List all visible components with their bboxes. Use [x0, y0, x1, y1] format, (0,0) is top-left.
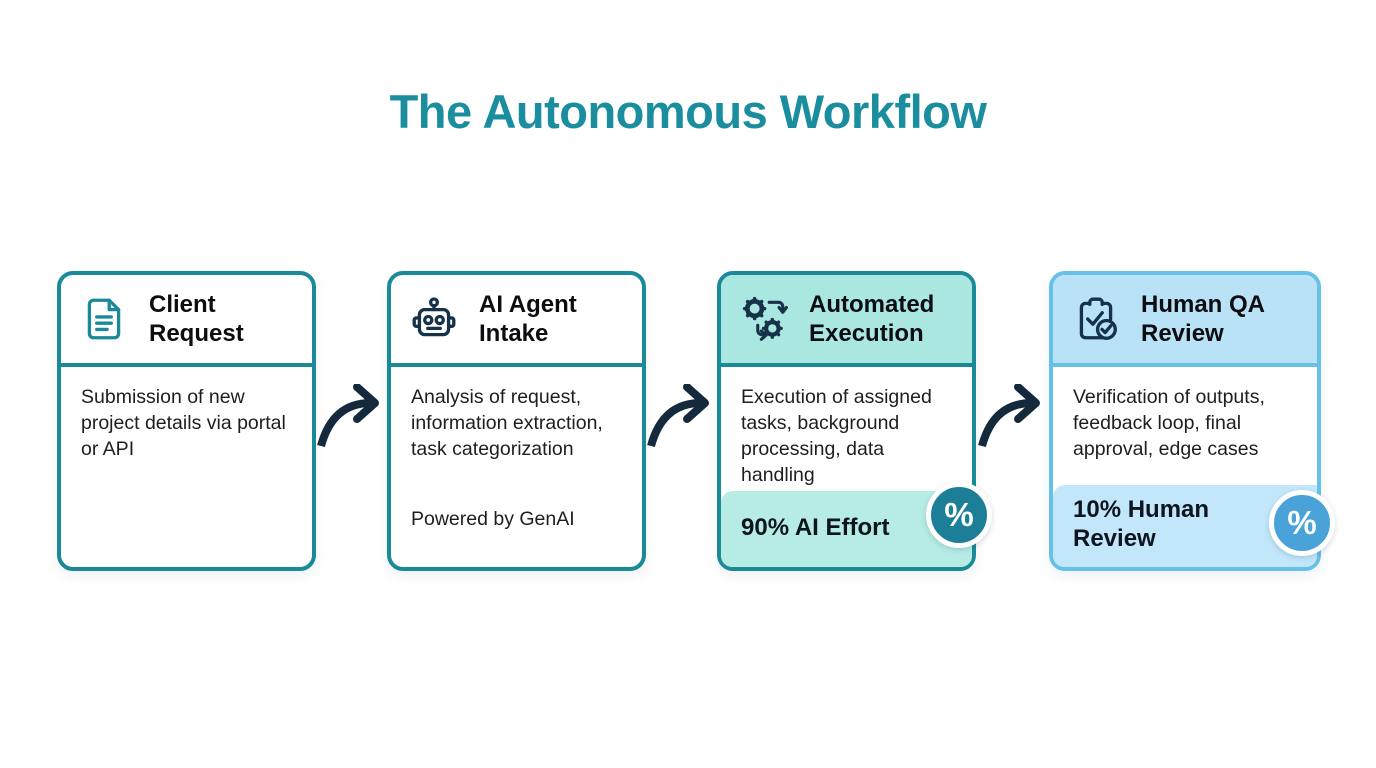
- card-title: Automated Execution: [809, 290, 935, 347]
- card-description: Verification of outputs, feedback loop, …: [1073, 386, 1265, 460]
- step-card-client-request: Client Request Submission of new project…: [57, 271, 316, 571]
- percent-icon: %: [944, 496, 974, 533]
- card-note: Powered by GenAI: [411, 507, 575, 530]
- card-header: AI Agent Intake: [391, 275, 642, 367]
- page-title: The Autonomous Workflow: [389, 85, 987, 138]
- step-card-automated-execution: Automated Execution Execution of assigne…: [717, 271, 992, 571]
- card-description: Submission of new project details via po…: [81, 386, 286, 460]
- arrow-right-icon: [647, 384, 709, 448]
- step-card-human-qa-review: Human QA Review Verification of outputs,…: [1049, 271, 1335, 571]
- card-header: Automated Execution: [721, 275, 972, 367]
- gears-icon: [739, 294, 789, 344]
- step-card-ai-agent-intake: AI Agent Intake Analysis of request, inf…: [387, 271, 646, 571]
- card-description: Analysis of request, information extract…: [411, 386, 603, 460]
- stat-label: 90% AI Effort: [741, 513, 890, 541]
- card-title: AI Agent Intake: [479, 290, 577, 347]
- arrow-right-icon: [978, 384, 1040, 448]
- arrow-right-icon: [317, 384, 379, 448]
- card-header: Human QA Review: [1053, 275, 1317, 367]
- clipboard-check-icon: [1071, 294, 1121, 344]
- card-header: Client Request: [61, 275, 312, 367]
- document-icon: [79, 294, 129, 344]
- stat-label: 10% Human Review: [1073, 496, 1210, 552]
- card-title: Client Request: [149, 290, 244, 347]
- percent-badge: %: [1269, 490, 1335, 556]
- percent-badge: %: [926, 482, 992, 548]
- card-title: Human QA Review: [1141, 290, 1265, 347]
- percent-icon: %: [1287, 504, 1317, 541]
- card-description: Execution of assigned tasks, background …: [741, 386, 932, 486]
- robot-icon: [409, 294, 459, 344]
